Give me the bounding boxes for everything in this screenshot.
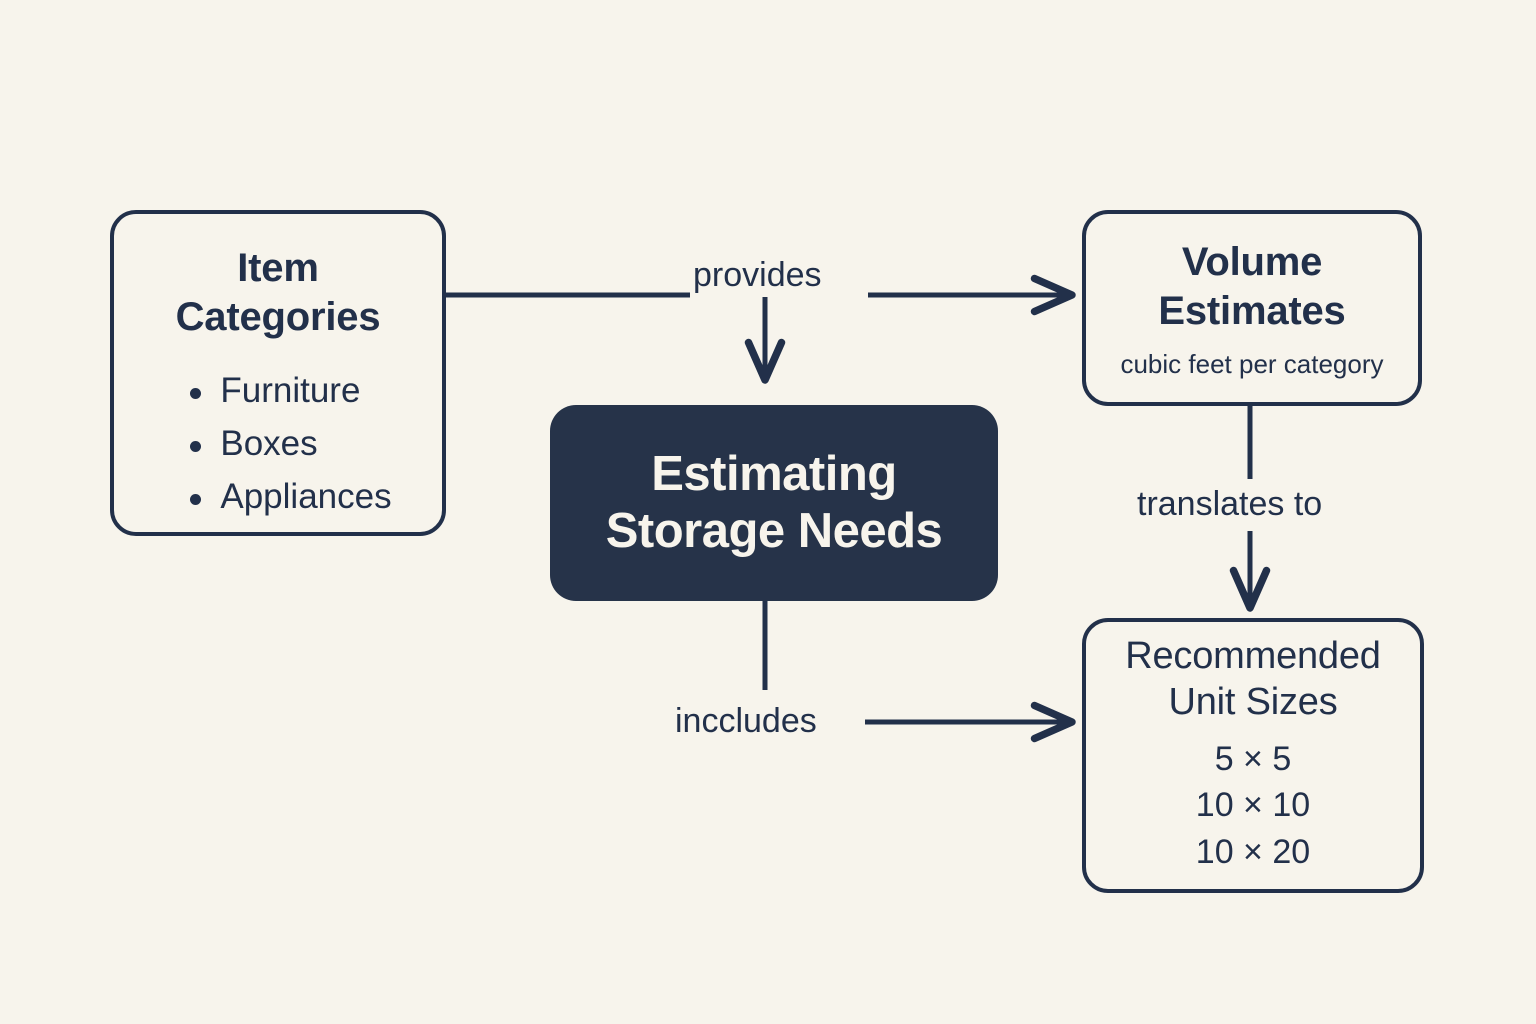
- list-item: 5 × 5: [1214, 739, 1292, 778]
- node-recommended-unit-sizes-title: Recommended Unit Sizes: [1125, 633, 1381, 726]
- node-central-title: Estimating Storage Needs: [605, 446, 943, 558]
- list-item: 10 × 10: [1195, 786, 1311, 825]
- node-volume-estimates-title-line1: Volume: [1181, 240, 1323, 285]
- node-volume-estimates-title: Volume Estimates: [1158, 238, 1345, 336]
- list-item: Boxes: [190, 417, 391, 470]
- edge-label-translates-to: translates to: [1127, 487, 1333, 521]
- node-item-categories[interactable]: Item Categories Furniture Boxes Applianc…: [110, 210, 446, 536]
- node-item-categories-title-line2: Categories: [175, 294, 381, 339]
- node-volume-estimates-subtitle: cubic feet per category: [1120, 348, 1384, 379]
- node-recommended-unit-sizes-title-line1: Recommended: [1125, 634, 1381, 677]
- node-volume-estimates[interactable]: Volume Estimates cubic feet per category: [1082, 210, 1422, 406]
- node-central-estimating-storage-needs[interactable]: Estimating Storage Needs: [550, 405, 998, 601]
- node-recommended-unit-sizes[interactable]: Recommended Unit Sizes 5 × 5 10 × 10 10 …: [1082, 618, 1424, 893]
- edge-label-provides: provides: [683, 258, 832, 292]
- list-item: 10 × 20: [1195, 833, 1311, 872]
- node-item-categories-title-line1: Item: [237, 246, 319, 290]
- edge-label-inccludes: inccludes: [665, 704, 827, 738]
- node-item-categories-title: Item Categories: [176, 244, 381, 342]
- item-categories-list: Furniture Boxes Appliances: [164, 364, 392, 524]
- node-recommended-unit-sizes-title-line2: Unit Sizes: [1168, 681, 1338, 724]
- list-item: Appliances: [190, 470, 392, 523]
- recommended-unit-sizes-list: 5 × 5 10 × 10 10 × 20: [1196, 736, 1310, 877]
- list-item: Furniture: [190, 364, 391, 417]
- node-volume-estimates-title-line2: Estimates: [1158, 289, 1346, 334]
